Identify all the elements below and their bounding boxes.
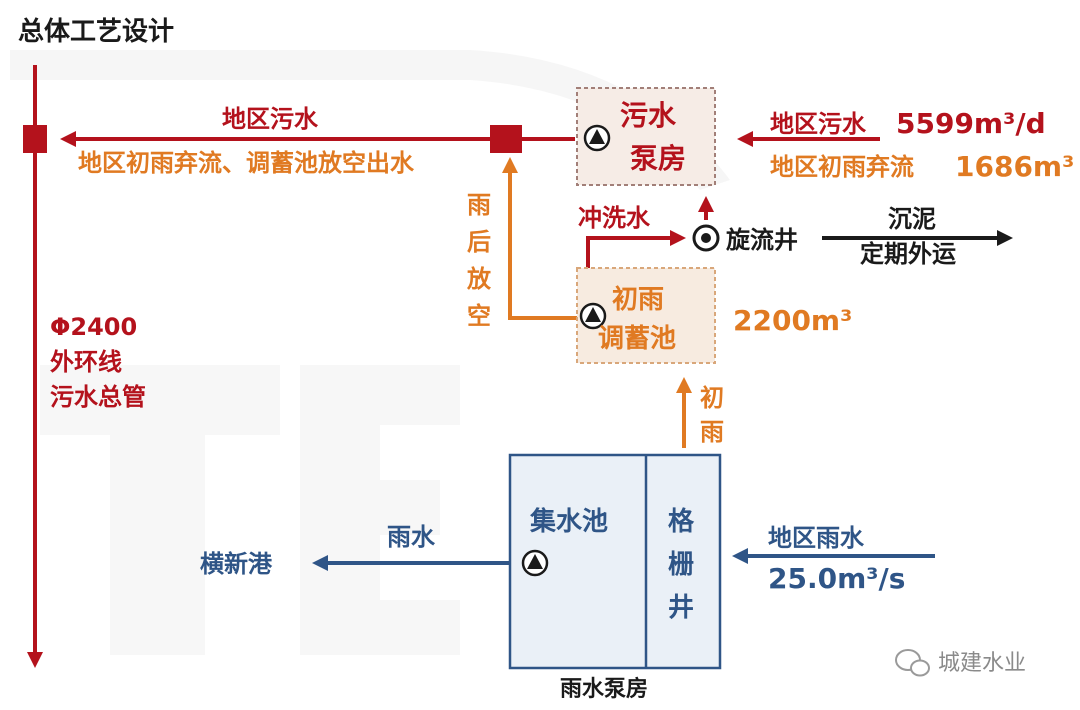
collection-pool-label: 集水池 [529, 506, 608, 537]
sewage-outflow-line [60, 125, 575, 153]
main-pipe-line2: 外环线 [50, 348, 122, 376]
sewage-pump-house-line2: 泵房 [630, 142, 686, 175]
after-rain-char-1: 雨 [467, 191, 491, 219]
rain-flow-value: 25.0m³/s [768, 562, 905, 595]
after-rain-char-3: 放 [466, 265, 492, 293]
first-rain-flow-value: 1686m³ [955, 150, 1074, 183]
after-rain-char-2: 后 [467, 228, 491, 256]
hengxin-port-label: 横新港 [200, 550, 273, 578]
storage-tank-line1: 初雨 [612, 285, 664, 315]
watermark-text: 城建水业 [938, 651, 1026, 676]
rainwater-out-label: 雨水 [387, 523, 436, 551]
grille-well-char-1: 格 [668, 506, 695, 537]
flush-water-label: 冲洗水 [578, 204, 651, 232]
grille-well-char-3: 井 [668, 593, 694, 623]
background-watermark [10, 50, 730, 655]
after-rain-empty-line [502, 157, 578, 320]
storage-volume-value: 2200m³ [733, 304, 852, 337]
grille-well-char-2: 栅 [668, 549, 694, 580]
first-rain-up-char-1: 初 [700, 384, 724, 412]
junction-node [490, 125, 522, 153]
vortex-well-label: 旋流井 [725, 226, 798, 254]
pump-triangle [527, 554, 543, 569]
pump-triangle [589, 129, 605, 144]
page-title: 总体工艺设计 [18, 17, 174, 47]
first-rain-up-char-2: 雨 [700, 418, 724, 446]
first-rain-discard-label: 地区初雨弃流 [770, 153, 914, 181]
sludge-line2: 定期外运 [860, 240, 956, 268]
storage-tank: 初雨 调蓄池 [576, 267, 716, 364]
rain-pump-house-label: 雨水泵房 [560, 676, 648, 702]
sewage-main-pipe [23, 65, 47, 668]
sewage-flow-value: 5599m³/d [896, 107, 1046, 140]
main-pipe-line3: 污水总管 [50, 383, 146, 411]
main-pipe-line1: Φ2400 [50, 313, 137, 341]
district-sewage-top-label: 地区污水 [222, 105, 319, 133]
vortex-well: 旋流井 [692, 224, 798, 254]
district-sewage-in-label: 地区污水 [770, 110, 867, 138]
main-pipe-node [23, 125, 47, 153]
sludge-line1: 沉泥 [888, 205, 936, 233]
district-rain-label: 地区雨水 [768, 524, 865, 552]
storage-tank-line2: 调蓄池 [598, 324, 676, 354]
sewage-pump-house-line1: 污水 [620, 99, 677, 132]
sewage-pump-house: 污水 泵房 [576, 87, 716, 186]
pump-triangle [585, 307, 601, 322]
discharge-label: 地区初雨弃流、调蓄池放空出水 [78, 149, 415, 177]
rain-pump-house: 集水池 格 栅 井 雨水泵房 [508, 453, 722, 702]
after-rain-char-4: 空 [467, 302, 491, 330]
wechat-watermark: 城建水业 [895, 649, 1026, 677]
